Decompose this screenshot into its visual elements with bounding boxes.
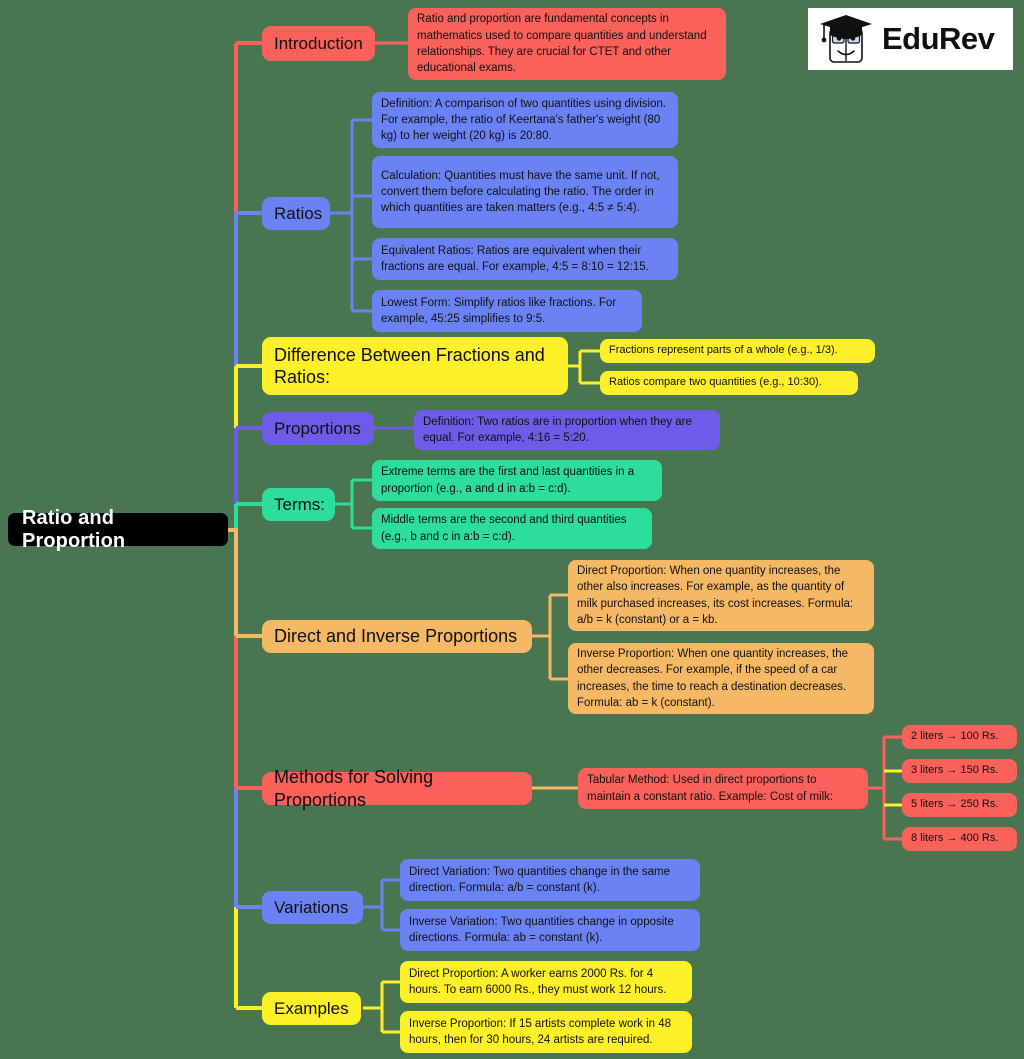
leaf-proportions-0[interactable]: Definition: Two ratios are in proportion…: [414, 410, 720, 450]
leaf-difference-1[interactable]: Ratios compare two quantities (e.g., 10:…: [600, 371, 858, 395]
branch-introduction[interactable]: Introduction: [262, 26, 375, 61]
root-label: Ratio and Proportion: [22, 506, 126, 552]
leaf-examples-1[interactable]: Inverse Proportion: If 15 artists comple…: [400, 1011, 692, 1053]
leaf-text: Tabular Method: Used in direct proportio…: [587, 774, 834, 803]
branch-ratios-label: Ratios: [274, 203, 323, 223]
leaf-milk-row-2[interactable]: 5 liters → 250 Rs.: [902, 793, 1017, 817]
branch-direct-inverse[interactable]: Direct and Inverse Proportions: [262, 620, 532, 653]
branch-terms[interactable]: Terms:: [262, 488, 335, 521]
leaf-ratios-3[interactable]: Lowest Form: Simplify ratios like fracti…: [372, 290, 642, 332]
leaf-milk-row-0[interactable]: 2 liters → 100 Rs.: [902, 725, 1017, 749]
leaf-ratios-2[interactable]: Equivalent Ratios: Ratios are equivalent…: [372, 238, 678, 280]
edurev-wordmark: EduRev: [882, 21, 995, 56]
leaf-direct-inverse-0[interactable]: Direct Proportion: When one quantity inc…: [568, 560, 874, 631]
branch-terms-label: Terms:: [274, 494, 325, 514]
branch-methods-label: Methods for Solving Proportions: [274, 767, 434, 810]
branch-variations-label: Variations: [274, 897, 349, 917]
leaf-text: Inverse Variation: Two quantities change…: [409, 915, 674, 944]
leaf-text: 2 liters → 100 Rs.: [911, 730, 999, 743]
branch-ratios[interactable]: Ratios: [262, 197, 330, 230]
leaf-terms-0[interactable]: Extreme terms are the first and last qua…: [372, 460, 662, 501]
leaf-variations-0[interactable]: Direct Variation: Two quantities change …: [400, 859, 700, 901]
leaf-text: 8 liters → 400 Rs.: [911, 832, 999, 845]
leaf-text: Direct Proportion: A worker earns 2000 R…: [409, 967, 667, 996]
leaf-text: Equivalent Ratios: Ratios are equivalent…: [381, 244, 649, 273]
leaf-examples-0[interactable]: Direct Proportion: A worker earns 2000 R…: [400, 961, 692, 1003]
leaf-text: Direct Variation: Two quantities change …: [409, 865, 671, 894]
leaf-introduction-0[interactable]: Ratio and proportion are fundamental con…: [408, 8, 726, 80]
leaf-text: Ratio and proportion are fundamental con…: [417, 13, 707, 75]
leaf-text: Inverse Proportion: When one quantity in…: [577, 647, 849, 709]
branch-proportions[interactable]: Proportions: [262, 412, 374, 445]
leaf-text: Lowest Form: Simplify ratios like fracti…: [381, 296, 617, 325]
leaf-milk-row-3[interactable]: 8 liters → 400 Rs.: [902, 827, 1017, 851]
root-node[interactable]: Ratio and Proportion: [8, 507, 228, 552]
leaf-text: Extreme terms are the first and last qua…: [381, 466, 635, 495]
leaf-text: Ratios compare two quantities (e.g., 10:…: [609, 376, 822, 389]
branch-methods[interactable]: Methods for Solving Proportions: [262, 767, 532, 810]
leaf-variations-1[interactable]: Inverse Variation: Two quantities change…: [400, 909, 700, 951]
leaf-text: Calculation: Quantities must have the sa…: [381, 169, 660, 215]
graduation-book-mascot-icon: [820, 15, 872, 63]
leaf-ratios-0[interactable]: Definition: A comparison of two quantiti…: [372, 92, 678, 148]
leaf-ratios-1[interactable]: Calculation: Quantities must have the sa…: [372, 156, 678, 228]
edurev-logo[interactable]: EduRev: [808, 8, 1013, 70]
leaf-text: 5 liters → 250 Rs.: [911, 798, 999, 811]
branch-difference-label: Difference Between Fractions and Ratios:: [274, 344, 545, 388]
leaf-milk-row-1[interactable]: 3 liters → 150 Rs.: [902, 759, 1017, 783]
branch-introduction-label: Introduction: [274, 33, 363, 53]
leaf-text: Definition: A comparison of two quantiti…: [381, 97, 667, 143]
leaf-text: Definition: Two ratios are in proportion…: [423, 415, 692, 444]
leaf-direct-inverse-1[interactable]: Inverse Proportion: When one quantity in…: [568, 643, 874, 714]
leaf-methods-tabular[interactable]: Tabular Method: Used in direct proportio…: [578, 768, 868, 809]
leaf-text: Direct Proportion: When one quantity inc…: [577, 564, 854, 626]
leaf-text: 3 liters → 150 Rs.: [911, 764, 999, 777]
branch-direct-inverse-label: Direct and Inverse Proportions: [274, 626, 518, 647]
leaf-text: Fractions represent parts of a whole (e.…: [609, 344, 838, 357]
leaf-text: Inverse Proportion: If 15 artists comple…: [409, 1017, 672, 1046]
branch-difference[interactable]: Difference Between Fractions and Ratios:: [262, 337, 568, 395]
branch-proportions-label: Proportions: [274, 418, 361, 438]
branch-examples-label: Examples: [274, 998, 349, 1018]
leaf-text: Middle terms are the second and third qu…: [381, 514, 627, 543]
branch-examples[interactable]: Examples: [262, 992, 361, 1025]
leaf-difference-0[interactable]: Fractions represent parts of a whole (e.…: [600, 339, 875, 363]
branch-variations[interactable]: Variations: [262, 891, 363, 924]
leaf-terms-1[interactable]: Middle terms are the second and third qu…: [372, 508, 652, 549]
